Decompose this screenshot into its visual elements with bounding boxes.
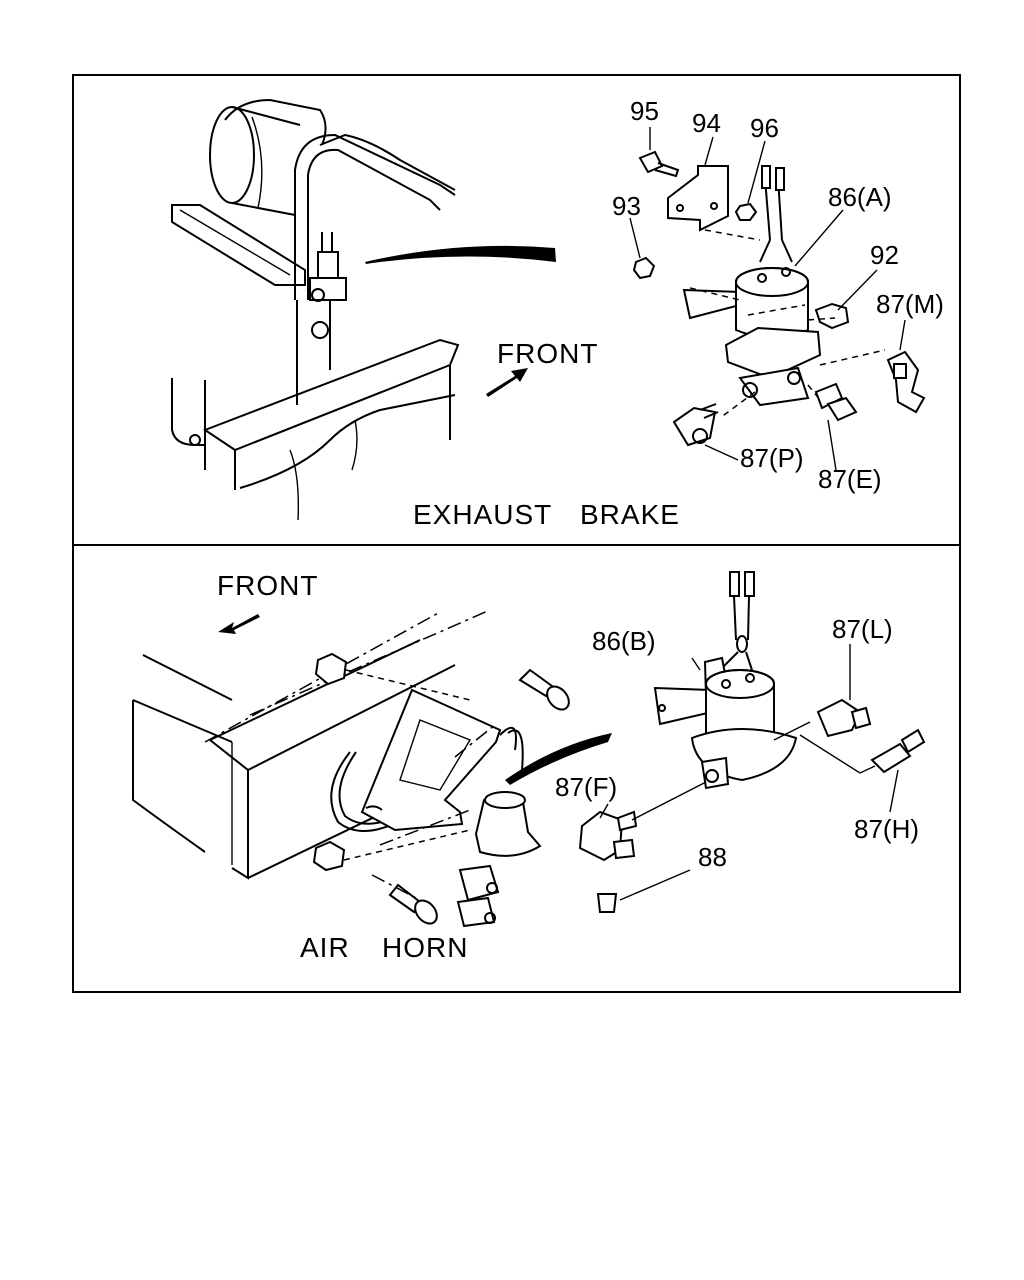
solenoid-valve-icon: [456, 791, 542, 928]
nut-icon: [312, 840, 346, 872]
part-label-95: 95: [630, 96, 659, 126]
air-horn-caption-word-1: AIR: [300, 932, 350, 963]
part-label-87m: 87(M): [876, 289, 944, 319]
part-label-93: 93: [612, 191, 641, 221]
part-label-87l: 87(L): [832, 614, 893, 644]
mounting-bracket-icon: [667, 165, 729, 232]
hose-fitting-icon: [870, 728, 926, 774]
bolt-icon: [814, 302, 850, 330]
nut-icon: [314, 652, 348, 686]
air-horn-caption-word-2: HORN: [382, 932, 468, 963]
part-label-87e: 87(E): [818, 464, 882, 494]
top-panel: FRONT: [171, 96, 944, 530]
part-label-88: 88: [698, 842, 727, 872]
mounting-bracket-icon: [360, 688, 502, 832]
top-front-label: FRONT: [497, 338, 598, 369]
exhaust-frame-illustration: [171, 98, 556, 521]
part-label-92: 92: [870, 240, 899, 270]
part-label-86b: 86(B): [592, 626, 656, 656]
solenoid-valve-icon: [682, 165, 822, 407]
hose-fitting-icon: [816, 698, 872, 738]
nut-icon: [734, 202, 758, 221]
part-label-86a: 86(A): [828, 182, 892, 212]
exhaust-caption-word-1: EXHAUST: [413, 499, 552, 530]
elbow-fitting-icon: [886, 350, 926, 414]
part-label-87h: 87(H): [854, 814, 919, 844]
solenoid-valve-icon: [653, 571, 798, 790]
bolt-icon: [638, 150, 680, 178]
part-label-94: 94: [692, 108, 721, 138]
bottom-front-label: FRONT: [217, 570, 318, 601]
bolt-icon: [518, 668, 570, 711]
part-label-87p: 87(P): [740, 443, 804, 473]
air-horn-frame-illustration: [132, 609, 612, 928]
bottom-panel: FRONT: [132, 570, 926, 963]
bolt-icon: [388, 883, 438, 925]
air-horn-exploded-parts: [578, 571, 926, 913]
part-label-96: 96: [750, 113, 779, 143]
hose-fitting-icon: [672, 403, 719, 447]
diagram-frame: [72, 74, 961, 993]
part-label-87f: 87(F): [555, 772, 617, 802]
front-direction-arrow-icon: [486, 368, 528, 397]
plug-icon: [596, 893, 618, 913]
exhaust-brake-exploded-parts: [629, 127, 926, 471]
bottom-part-labels: 86(B) 87(L) 87(F) 87(H) 88: [555, 614, 919, 872]
hose-fitting-icon: [814, 382, 858, 422]
elbow-fitting-icon: [578, 810, 638, 862]
exhaust-caption-word-2: BRAKE: [580, 499, 680, 530]
top-part-labels: 95 94 96 93 86(A) 92 87(M) 87(P) 87(E): [612, 96, 944, 494]
nut-icon: [632, 256, 656, 280]
front-direction-arrow-icon: [218, 614, 260, 634]
